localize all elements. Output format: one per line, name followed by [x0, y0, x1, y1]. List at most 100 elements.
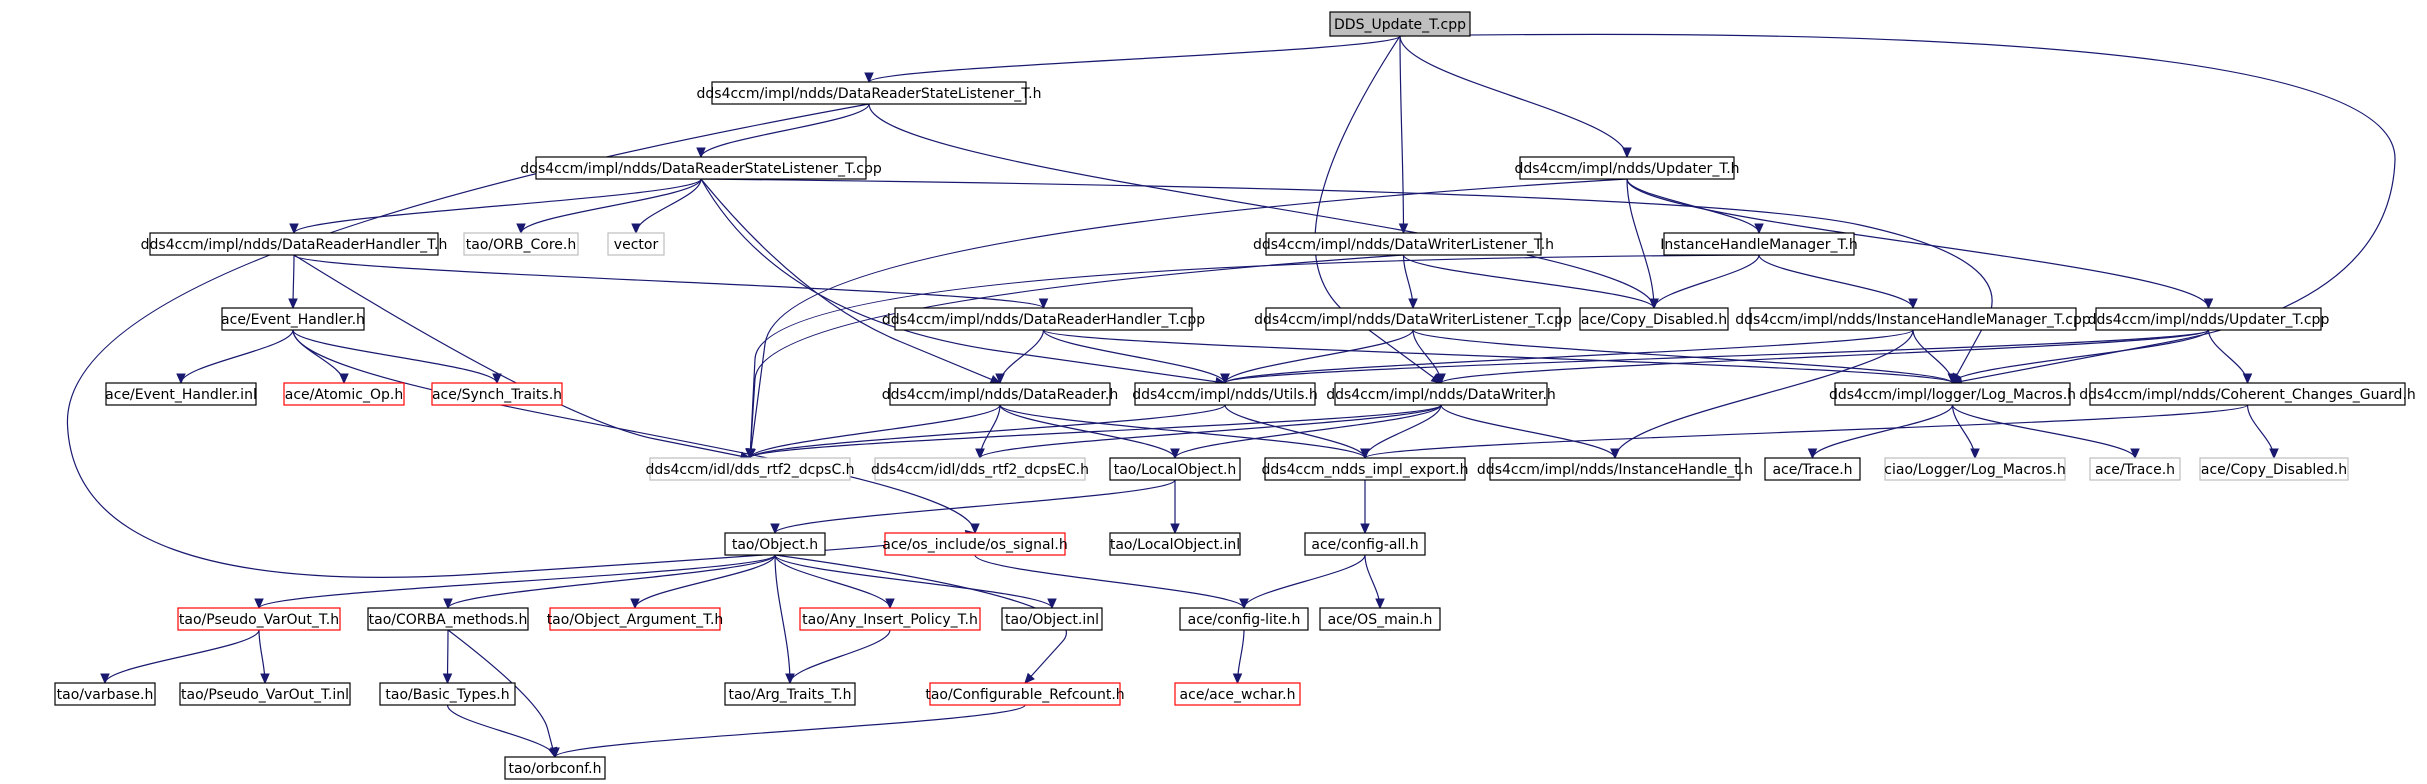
- edge-evh-to-synch: [292, 329, 502, 385]
- node-tao-object[interactable]: tao/Object.h: [724, 532, 826, 556]
- node-label: ace/config-lite.h: [1188, 612, 1301, 628]
- node-upd-h[interactable]: dds4ccm/impl/ndds/Updater_T.h: [1514, 156, 1740, 180]
- node-copy-dis[interactable]: ace/Copy_Disabled.h: [1579, 307, 1729, 331]
- node-log-macros[interactable]: dds4ccm/impl/logger/Log_Macros.h: [1829, 382, 2076, 406]
- node-drsl-h[interactable]: dds4ccm/impl/ndds/DataReaderStateListene…: [697, 81, 1042, 105]
- node-label: tao/Object_Argument_T.h: [547, 612, 724, 628]
- node-atomic[interactable]: ace/Atomic_Op.h: [283, 382, 405, 406]
- edge-datawriter-to-dcpsEC: [975, 404, 1442, 460]
- node-label: dds4ccm/impl/ndds/Utils.h: [1132, 387, 1318, 403]
- edge-upd_cpp-to-utils: [1220, 329, 2210, 385]
- edge-ccg-to-copy_dis2: [2246, 404, 2279, 460]
- node-ace-trace1[interactable]: ace/Trace.h: [1764, 457, 1861, 481]
- edge-tao_object-to-conf_refcount: [774, 554, 1067, 684]
- node-label: tao/LocalObject.inl: [1110, 537, 1240, 553]
- node-any-insert[interactable]: tao/Any_Insert_Policy_T.h: [799, 607, 981, 631]
- node-localobj-inl[interactable]: tao/LocalObject.inl: [1109, 532, 1241, 556]
- node-box: [649, 457, 851, 481]
- node-upd-cpp[interactable]: dds4ccm/impl/ndds/Updater_T.cpp: [2088, 307, 2330, 331]
- node-orbconf[interactable]: tao/orbconf.h: [504, 756, 606, 780]
- node-varbase[interactable]: tao/varbase.h: [54, 682, 156, 706]
- node-box: [1329, 11, 1471, 37]
- node-dcpsC[interactable]: dds4ccm/idl/dds_rtf2_dcpsC.h: [645, 457, 855, 481]
- node-localobj[interactable]: tao/LocalObject.h: [1109, 457, 1241, 481]
- node-os-signal[interactable]: ace/os_include/os_signal.h: [882, 532, 1068, 556]
- node-ace-wchar[interactable]: ace/ace_wchar.h: [1174, 682, 1301, 706]
- node-label: ace/os_include/os_signal.h: [882, 537, 1068, 553]
- arrowhead: [1024, 672, 1035, 684]
- node-box: [2095, 307, 2322, 331]
- edge-export-to-config_all: [1360, 480, 1370, 535]
- node-dwl-h[interactable]: dds4ccm/impl/ndds/DataWriterListener_T.h: [1253, 232, 1554, 256]
- edge-upd_h-to-upd_cpp: [1626, 178, 2214, 310]
- node-datareader[interactable]: dds4ccm/impl/ndds/DataReader.h: [882, 382, 1118, 406]
- node-label: ace/Atomic_Op.h: [285, 387, 403, 403]
- edge-corba_methods-to-basic_types: [442, 629, 453, 685]
- node-export[interactable]: dds4ccm_ndds_impl_export.h: [1262, 457, 1469, 481]
- node-corba-methods[interactable]: tao/CORBA_methods.h: [367, 607, 529, 631]
- node-ciao-log[interactable]: ciao/Logger/Log_Macros.h: [1884, 457, 2066, 481]
- node-vector[interactable]: vector: [607, 232, 665, 256]
- node-box: [884, 532, 1066, 556]
- arrowhead: [785, 673, 795, 685]
- edge-root-to-dwl_h: [1398, 35, 1409, 235]
- edge-root-to-datawriter: [1314, 35, 1442, 384]
- node-pseudo-inl[interactable]: tao/Pseudo_VarOut_T.inl: [179, 682, 351, 706]
- node-config-all[interactable]: ace/config-all.h: [1304, 532, 1426, 556]
- node-orb-core[interactable]: tao/ORB_Core.h: [463, 232, 579, 256]
- node-basic-types[interactable]: tao/Basic_Types.h: [379, 682, 516, 706]
- node-dwl-cpp[interactable]: dds4ccm/impl/ndds/DataWriterListener_T.c…: [1254, 307, 1572, 331]
- node-box: [1663, 232, 1855, 256]
- node-label: dds4ccm/impl/ndds/Updater_T.cpp: [2088, 312, 2330, 328]
- edge-ccg-to-export: [1360, 404, 2249, 460]
- edge-localobj-to-localobj_inl: [1170, 480, 1180, 535]
- node-ace-trace2[interactable]: ace/Trace.h: [2089, 457, 2181, 481]
- node-root[interactable]: DDS_Update_T.cpp: [1329, 11, 1471, 37]
- node-datawriter[interactable]: dds4ccm/impl/ndds/DataWriter.h: [1326, 382, 1556, 406]
- node-box: [379, 682, 516, 706]
- node-label: tao/Any_Insert_Policy_T.h: [802, 612, 978, 628]
- edge-tao_object-to-any_insert: [774, 554, 895, 610]
- node-ihm-cpp[interactable]: dds4ccm/impl/ndds/InstanceHandleManager_…: [1735, 307, 2091, 331]
- node-evh-inl[interactable]: ace/Event_Handler.inl: [105, 382, 257, 406]
- arrowhead: [254, 598, 264, 610]
- edge-config_all-to-os_main: [1364, 554, 1385, 610]
- node-evh[interactable]: ace/Event_Handler.h: [221, 307, 365, 331]
- edge-log_macros-to-ace_trace2: [1951, 404, 2140, 460]
- edge-pseudo_varout-to-pseudo_inl: [258, 629, 270, 685]
- node-label: dds4ccm/impl/ndds/DataReaderStateListene…: [520, 161, 882, 177]
- node-box: [149, 232, 439, 256]
- node-box: [2089, 457, 2181, 481]
- node-obj-arg[interactable]: tao/Object_Argument_T.h: [547, 607, 724, 631]
- arrowhead: [770, 523, 780, 535]
- edge-utils-to-export: [1224, 404, 1370, 460]
- node-arg-traits[interactable]: tao/Arg_Traits_T.h: [724, 682, 856, 706]
- node-dcpsEC[interactable]: dds4ccm/idl/dds_rtf2_dcpsEC.h: [871, 457, 1089, 481]
- node-synch[interactable]: ace/Synch_Traits.h: [431, 382, 563, 406]
- arrowhead: [975, 448, 985, 460]
- node-pseudo-varout[interactable]: tao/Pseudo_VarOut_T.h: [177, 607, 341, 631]
- node-config-lite[interactable]: ace/config-lite.h: [1179, 607, 1309, 631]
- node-ih-t[interactable]: dds4ccm/impl/ndds/InstanceHandle_t.h: [1477, 457, 1753, 481]
- arrowhead: [1232, 673, 1243, 685]
- edge-upd_cpp-to-ccg: [2207, 329, 2253, 385]
- node-object-inl[interactable]: tao/Object.inl: [1001, 607, 1103, 631]
- node-conf-refcount[interactable]: tao/Configurable_Refcount.h: [925, 682, 1125, 706]
- node-label: tao/LocalObject.h: [1114, 462, 1237, 478]
- node-box: [367, 607, 529, 631]
- node-label: dds4ccm/impl/ndds/DataReaderHandler_T.h: [141, 237, 448, 253]
- arrowhead: [696, 147, 706, 159]
- node-os-main[interactable]: ace/OS_main.h: [1319, 607, 1441, 631]
- node-drsl-cpp[interactable]: dds4ccm/impl/ndds/DataReaderStateListene…: [520, 156, 882, 180]
- arrowhead: [550, 747, 560, 759]
- edge-root-to-upd_h: [1399, 35, 1632, 159]
- node-drh-h[interactable]: dds4ccm/impl/ndds/DataReaderHandler_T.h: [141, 232, 448, 256]
- node-ihm-h[interactable]: InstanceHandleManager_T.h: [1660, 232, 1858, 256]
- arrowhead: [2269, 448, 2279, 460]
- node-ccg[interactable]: dds4ccm/impl/ndds/Coherent_Changes_Guard…: [2079, 382, 2416, 406]
- node-drh-cpp[interactable]: dds4ccm/impl/ndds/DataReaderHandler_T.cp…: [882, 307, 1205, 331]
- edge-config_lite-to-ace_wchar: [1232, 629, 1245, 685]
- node-box: [1834, 382, 2071, 406]
- node-utils[interactable]: dds4ccm/impl/ndds/Utils.h: [1132, 382, 1318, 406]
- node-copy-dis2[interactable]: ace/Copy_Disabled.h: [2199, 457, 2349, 481]
